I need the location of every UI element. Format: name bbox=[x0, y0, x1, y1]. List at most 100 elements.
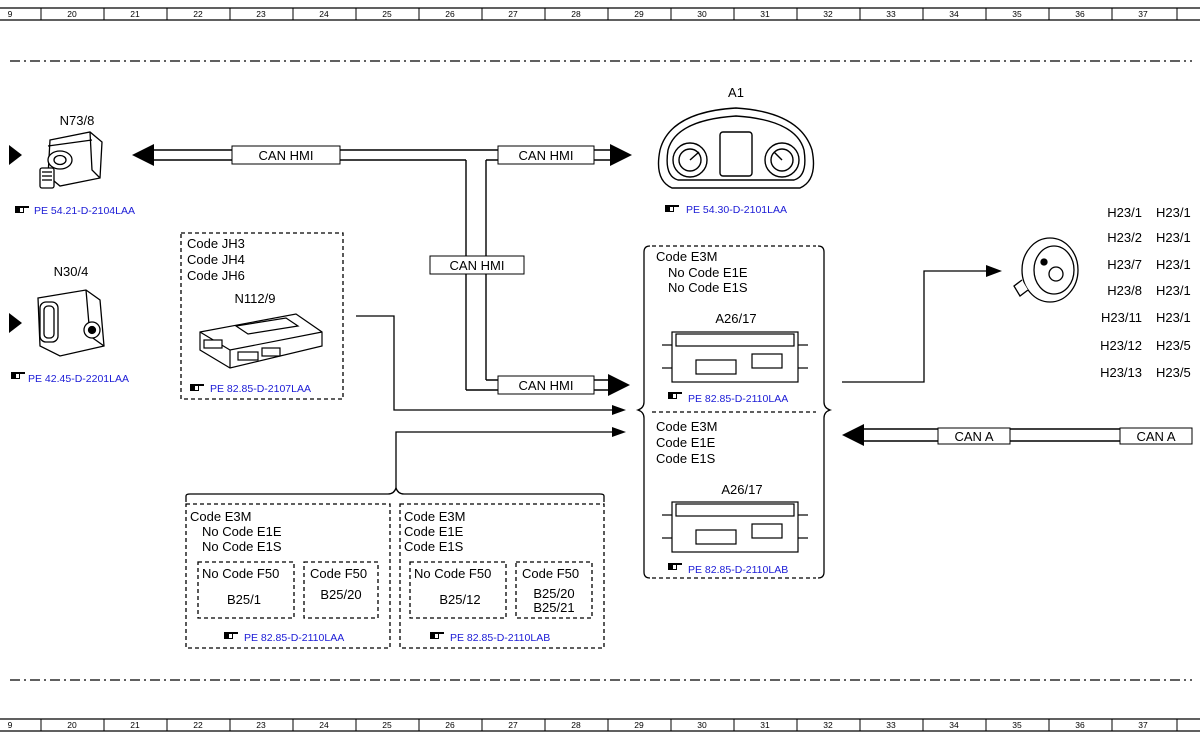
n112-9-code-box bbox=[180, 232, 344, 400]
top-ruler-tick-label: 28 bbox=[571, 9, 581, 19]
bottom-ruler-tick-label: 27 bbox=[508, 720, 518, 730]
svg-text:CAN HMI: CAN HMI bbox=[519, 378, 574, 393]
h23-speaker-label: H23/1 bbox=[1107, 205, 1142, 220]
bottom-ruler-tick-label: 35 bbox=[1012, 720, 1022, 730]
ref-link-b25-left[interactable]: PE 82.85-D-2110LAA bbox=[244, 632, 344, 644]
top-ruler-tick-label: 31 bbox=[760, 9, 770, 19]
n112-code-3: Code JH6 bbox=[187, 268, 245, 283]
bus-label-can-hmi-left: CAN HMI bbox=[231, 145, 341, 165]
bottom-ruler-tick-label: 36 bbox=[1075, 720, 1085, 730]
ref-link-n73-8[interactable]: PE 54.21-D-2104LAA bbox=[34, 205, 135, 217]
h23-speaker-label: H23/1 bbox=[1156, 310, 1191, 325]
top-ruler-tick-label: 37 bbox=[1138, 9, 1148, 19]
b25-right-sub1-box bbox=[409, 561, 507, 619]
b25-left-code-2: No Code E1E bbox=[202, 524, 282, 539]
a26-bottom-code-2: Code E1E bbox=[656, 435, 716, 450]
b25-right-sub2-box bbox=[515, 561, 593, 619]
h23-speaker-label: H23/1 bbox=[1156, 283, 1191, 298]
bottom-ruler-tick-label: 9 bbox=[8, 720, 13, 730]
bottom-ruler-tick-label: 33 bbox=[886, 720, 896, 730]
bottom-ruler-tick-label: 20 bbox=[67, 720, 77, 730]
b25-right-sub2-part2: B25/21 bbox=[533, 600, 574, 615]
bottom-ruler-tick-label: 37 bbox=[1138, 720, 1148, 730]
pointing-hand-icon bbox=[665, 205, 679, 212]
top-ruler-tick-label: 29 bbox=[634, 9, 644, 19]
instrument-cluster-icon bbox=[657, 107, 815, 189]
bottom-ruler-tick-label: 29 bbox=[634, 720, 644, 730]
bottom-ruler-tick-label: 26 bbox=[445, 720, 455, 730]
top-ruler-tick-label: 25 bbox=[382, 9, 392, 19]
a1-label: A1 bbox=[728, 85, 744, 100]
top-ruler-tick-label: 23 bbox=[256, 9, 266, 19]
ref-link-n112-9[interactable]: PE 82.85-D-2107LAA bbox=[210, 383, 311, 395]
svg-text:CAN A: CAN A bbox=[1136, 429, 1175, 444]
b25-left-sub2-code: Code F50 bbox=[310, 566, 367, 581]
b25-left-code-box bbox=[185, 503, 391, 649]
arrow-to-a26-1 bbox=[612, 405, 626, 415]
b25-right-code-1: Code E3M bbox=[404, 509, 465, 524]
n112-9-label: N112/9 bbox=[235, 291, 276, 306]
bus-label-can-hmi-vertical: CAN HMI bbox=[429, 255, 525, 275]
b25-left-code-1: Code E3M bbox=[190, 509, 251, 524]
pointing-hand-icon bbox=[190, 384, 204, 391]
h23-speaker-label: H23/12 bbox=[1100, 338, 1142, 353]
top-ruler-tick-label: 27 bbox=[508, 9, 518, 19]
top-ruler-tick-label: 21 bbox=[130, 9, 140, 19]
top-ruler-tick-label: 26 bbox=[445, 9, 455, 19]
bottom-ruler-tick-label: 34 bbox=[949, 720, 959, 730]
svg-text:CAN A: CAN A bbox=[954, 429, 993, 444]
n112-code-2: Code JH4 bbox=[187, 252, 245, 267]
ref-link-n30-4[interactable]: PE 42.45-D-2201LAA bbox=[28, 373, 129, 385]
bottom-ruler-tick-label: 23 bbox=[256, 720, 266, 730]
top-ruler-tick-label: 34 bbox=[949, 9, 959, 19]
n73-8-label: N73/8 bbox=[60, 113, 95, 128]
bus-label-can-a-1: CAN A bbox=[937, 427, 1011, 445]
top-ruler-tick-label: 24 bbox=[319, 9, 329, 19]
a26-top-code-3: No Code E1S bbox=[668, 280, 748, 295]
top-ruler-tick-label: 33 bbox=[886, 9, 896, 19]
pointing-hand-icon bbox=[668, 392, 682, 399]
b25-left-sub2-box bbox=[303, 561, 379, 619]
a26-bottom-code-3: Code E1S bbox=[656, 451, 716, 466]
input-arrow-n30 bbox=[9, 313, 22, 333]
b25-right-sub2-part1: B25/20 bbox=[533, 586, 574, 601]
h23-speaker-label: H23/2 bbox=[1107, 230, 1142, 245]
top-ruler-tick-label: 32 bbox=[823, 9, 833, 19]
top-ruler-tick-label: 9 bbox=[8, 9, 13, 19]
arrow-to-a26-2 bbox=[612, 427, 626, 437]
b25-right-sub1-part: B25/12 bbox=[439, 592, 480, 607]
ref-link-a26-top[interactable]: PE 82.85-D-2110LAA bbox=[688, 393, 788, 405]
svg-text:CAN HMI: CAN HMI bbox=[259, 148, 314, 163]
a26-group-brace bbox=[635, 245, 833, 579]
pointing-hand-icon bbox=[224, 632, 238, 639]
ref-link-a1[interactable]: PE 54.30-D-2101LAA bbox=[686, 204, 787, 216]
h23-speaker-label: H23/8 bbox=[1107, 283, 1142, 298]
h23-list: H23/1H23/2H23/7H23/8H23/11H23/12H23/13H2… bbox=[1100, 205, 1191, 380]
a26-top-code-2: No Code E1E bbox=[668, 265, 748, 280]
top-ruler-tick-label: 22 bbox=[193, 9, 203, 19]
h23-speaker-label: H23/1 bbox=[1156, 257, 1191, 272]
bottom-ruler-tick-label: 32 bbox=[823, 720, 833, 730]
b25-right-code-3: Code E1S bbox=[404, 539, 464, 554]
top-ruler-tick-label: 20 bbox=[67, 9, 77, 19]
top-ruler-tick-label: 30 bbox=[697, 9, 707, 19]
svg-text:CAN HMI: CAN HMI bbox=[450, 258, 505, 273]
pointing-hand-icon bbox=[11, 372, 25, 379]
bus-label-can-a-2: CAN A bbox=[1119, 427, 1193, 445]
top-ruler-tick-label: 36 bbox=[1075, 9, 1085, 19]
b25-right-sub1-code: No Code F50 bbox=[414, 566, 491, 581]
b25-left-sub1-part: B25/1 bbox=[227, 592, 261, 607]
b25-left-code-3: No Code E1S bbox=[202, 539, 282, 554]
ref-link-a26-bottom[interactable]: PE 82.85-D-2110LAB bbox=[688, 564, 788, 576]
b25-left-sub1-box bbox=[197, 561, 295, 619]
b25-right-sub2-code: Code F50 bbox=[522, 566, 579, 581]
a26-bottom-code-1: Code E3M bbox=[656, 419, 717, 434]
n112-module-icon bbox=[199, 313, 323, 369]
n112-code-1: Code JH3 bbox=[187, 236, 245, 251]
h23-speaker-label: H23/1 bbox=[1156, 230, 1191, 245]
a26-top-module-icon bbox=[662, 331, 808, 383]
bottom-ruler-tick-label: 24 bbox=[319, 720, 329, 730]
ref-link-b25-right[interactable]: PE 82.85-D-2110LAB bbox=[450, 632, 550, 644]
